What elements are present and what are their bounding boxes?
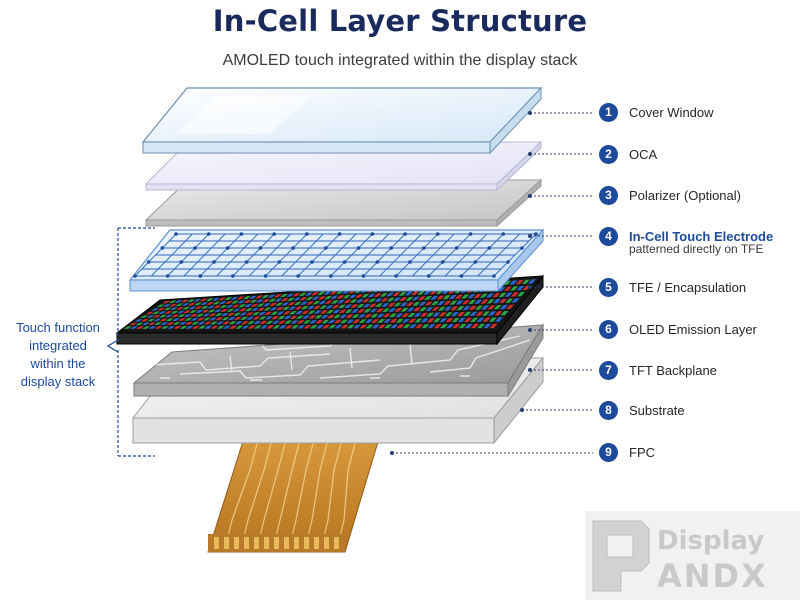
number-badge: 7 xyxy=(599,360,618,380)
layer-name: OLED Emission Layer xyxy=(629,321,757,337)
layer-name: TFT Backplane xyxy=(629,362,717,378)
layer-label-5: 5 TFE / Encapsulation xyxy=(599,276,746,298)
number-badge: 8 xyxy=(599,400,618,420)
layer-name: Polarizer (Optional) xyxy=(629,187,741,203)
number-badge: 2 xyxy=(599,144,618,164)
svg-text:Display: Display xyxy=(657,526,764,556)
watermark-logo: Display ANDX xyxy=(585,511,800,600)
layer-note: patterned directly on TFE xyxy=(629,242,764,256)
side-bracket xyxy=(117,227,155,457)
side-annotation-line: integrated xyxy=(29,338,87,353)
layer-label-3: 3 Polarizer (Optional) xyxy=(599,184,741,206)
layer-fpc xyxy=(207,434,381,553)
touch-electrode-grid xyxy=(133,232,538,278)
side-annotation-line: Touch function xyxy=(16,320,100,335)
side-annotation-line: within the xyxy=(30,356,86,371)
layer-label-2: 2 OCA xyxy=(599,143,657,165)
layer-label-6: 6 OLED Emission Layer xyxy=(599,318,757,340)
page-title: In-Cell Layer Structure xyxy=(212,4,588,38)
layer-name: Substrate xyxy=(629,402,685,418)
layer-label-8: 8 Substrate xyxy=(599,399,685,421)
side-annotation-line: display stack xyxy=(20,374,96,389)
side-annotation: Touch function integrated within the dis… xyxy=(6,319,110,391)
layer-label-1: 1 Cover Window xyxy=(599,101,714,123)
page-subtitle: AMOLED touch integrated within the displ… xyxy=(222,52,578,69)
svg-text:ANDX: ANDX xyxy=(657,557,768,595)
number-badge: 9 xyxy=(599,442,618,462)
number-badge: 1 xyxy=(599,102,618,122)
layer-label-9: 9 FPC xyxy=(599,441,655,463)
number-badge: 4 xyxy=(599,226,618,246)
layer-touch-electrode xyxy=(128,228,545,293)
layer-name: TFE / Encapsulation xyxy=(629,279,747,295)
number-badge: 6 xyxy=(599,319,618,339)
layer-cover-window xyxy=(141,86,543,155)
layer-name: OCA xyxy=(629,146,658,162)
watermark-logo-graphic: Display ANDX xyxy=(592,520,768,595)
number-badge: 5 xyxy=(599,277,618,297)
number-badge: 3 xyxy=(599,185,618,205)
layer-label-4: 4 In-Cell Touch Electrode xyxy=(599,225,773,247)
layer-label-7: 7 TFT Backplane xyxy=(599,359,717,381)
layer-name: Cover Window xyxy=(629,104,714,120)
layer-name: In-Cell Touch Electrode xyxy=(629,228,774,244)
layer-name: FPC xyxy=(629,444,655,460)
leader-lines xyxy=(392,112,593,454)
